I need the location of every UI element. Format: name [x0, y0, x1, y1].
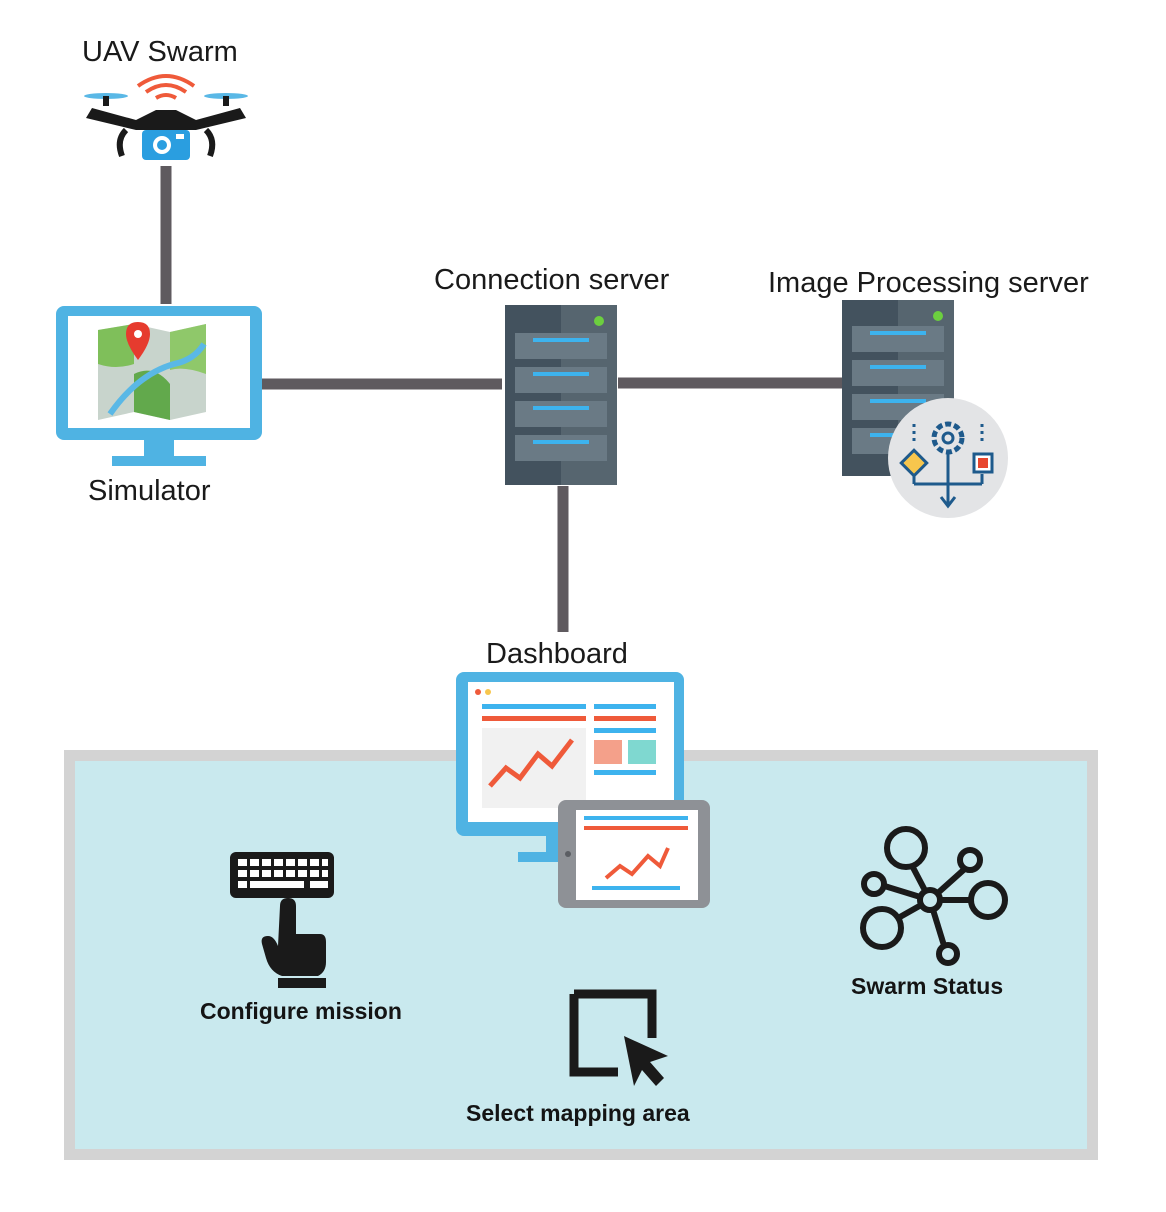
configure-mission-label: Configure mission: [200, 998, 402, 1024]
dashboard-devices-icon: [456, 672, 710, 908]
select-mapping-area-label: Select mapping area: [466, 1100, 690, 1126]
select-area-cursor-icon: [569, 989, 668, 1086]
simulator-label: Simulator: [88, 475, 211, 507]
keyboard-hand-icon: [230, 852, 334, 988]
image-processing-server-label: Image Processing server: [768, 267, 1089, 299]
dashboard-label: Dashboard: [486, 638, 628, 670]
network-graph-icon: [860, 826, 1008, 966]
server-rack-icon: [505, 305, 617, 485]
uav-swarm-label: UAV Swarm: [82, 36, 238, 68]
server-processing-icon: [842, 300, 1008, 518]
monitor-map-icon: [56, 306, 262, 466]
swarm-status-label: Swarm Status: [851, 973, 1004, 999]
connection-server-label: Connection server: [434, 264, 670, 296]
drone-icon: [84, 74, 248, 160]
